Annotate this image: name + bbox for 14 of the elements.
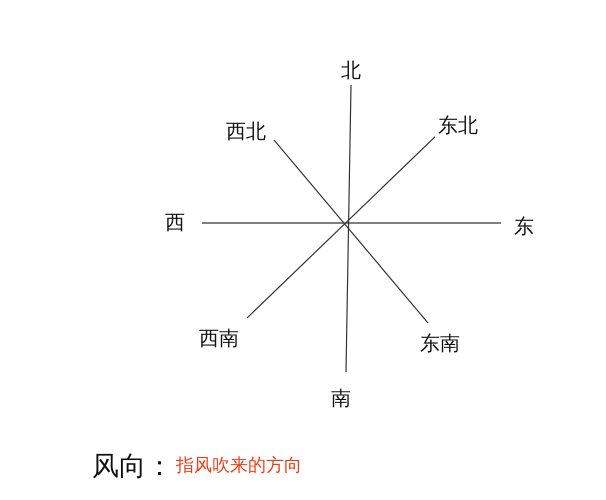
compass-line [202, 222, 501, 224]
compass-line [345, 84, 352, 372]
compass-line [246, 136, 436, 318]
term-label: 风向： [92, 450, 173, 484]
direction-label: 西北 [226, 120, 266, 142]
direction-label: 西 [165, 211, 185, 233]
direction-label: 东 [514, 215, 534, 237]
direction-label: 西南 [199, 327, 239, 349]
direction-label: 东北 [438, 114, 478, 136]
direction-label: 东南 [420, 332, 460, 354]
direction-label: 北 [341, 59, 361, 81]
direction-label: 南 [331, 387, 351, 409]
compass-line [274, 140, 428, 324]
definition-text: 指风吹来的方向 [176, 454, 302, 477]
